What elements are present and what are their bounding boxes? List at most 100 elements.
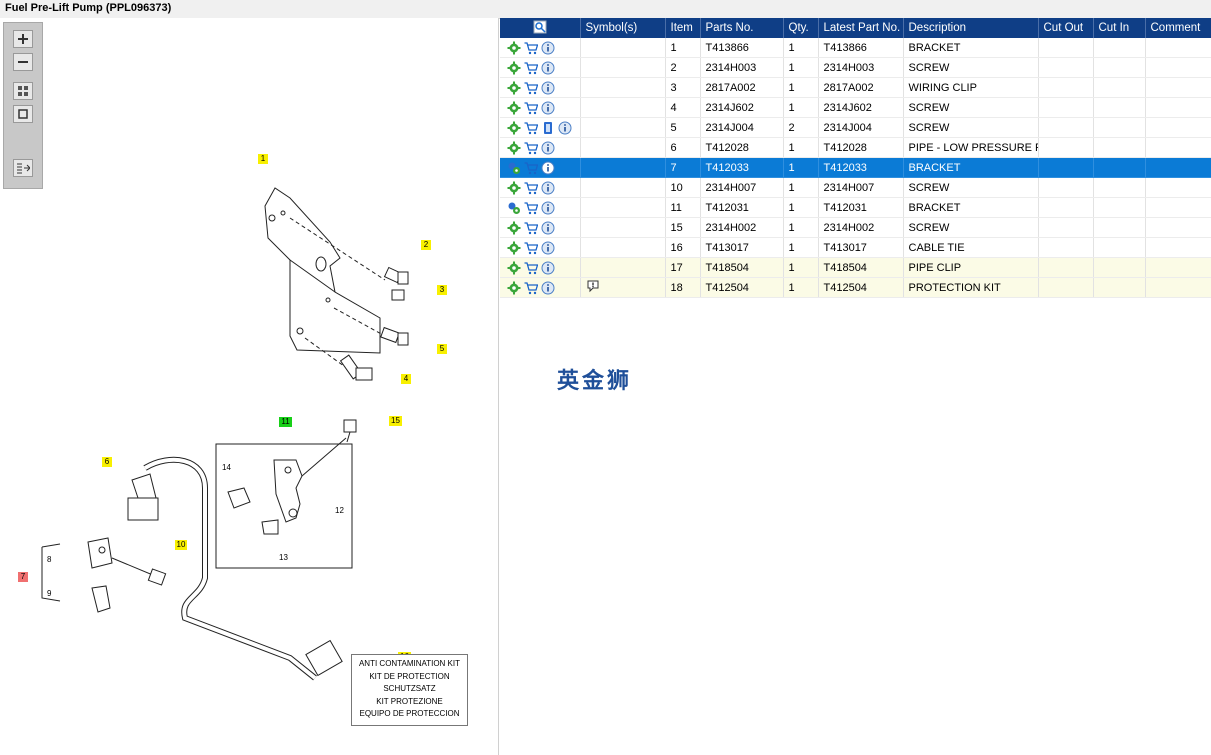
info-icon[interactable] — [541, 281, 555, 295]
gear-icon[interactable] — [507, 41, 521, 55]
callout-11[interactable]: 11 — [279, 417, 292, 427]
info-icon[interactable] — [541, 241, 555, 255]
cell-parts-no: 2314J004 — [700, 117, 784, 138]
cart-icon[interactable] — [524, 221, 538, 235]
callout-6[interactable]: 6 — [102, 457, 112, 467]
cart-icon[interactable] — [524, 61, 538, 75]
gear-icon[interactable] — [507, 241, 521, 255]
cart-icon[interactable] — [524, 81, 538, 95]
callout-10[interactable]: 10 — [175, 540, 187, 550]
col-cut-out[interactable]: Cut Out — [1038, 18, 1094, 38]
cell-symbols — [580, 257, 666, 278]
gear-alternatives-icon[interactable] — [507, 201, 521, 215]
cell-qty: 1 — [783, 137, 819, 158]
col-symbols[interactable]: Symbol(s) — [580, 18, 666, 38]
cart-icon[interactable] — [524, 181, 538, 195]
col-latest-part-no[interactable]: Latest Part No. — [818, 18, 904, 38]
callout-5[interactable]: 5 — [437, 344, 447, 354]
cell-item: 15 — [665, 217, 701, 238]
callout-2[interactable]: 2 — [421, 240, 431, 250]
window-title: Fuel Pre-Lift Pump (PPL096373) — [5, 2, 172, 14]
gear-icon[interactable] — [507, 81, 521, 95]
cell-cut-out — [1038, 197, 1094, 218]
zoom-out-button[interactable] — [13, 53, 33, 71]
fit-all-button[interactable] — [13, 82, 33, 100]
gear-icon[interactable] — [507, 221, 521, 235]
header-find[interactable] — [500, 18, 581, 38]
gear-icon[interactable] — [507, 141, 521, 155]
info-icon[interactable] — [541, 221, 555, 235]
callout-7[interactable]: 7 — [18, 572, 28, 582]
info-icon[interactable] — [541, 81, 555, 95]
cart-icon[interactable] — [524, 41, 538, 55]
export-button[interactable] — [13, 159, 33, 177]
cell-cut-in — [1093, 38, 1146, 58]
cart-icon[interactable] — [524, 201, 538, 215]
info-icon[interactable] — [541, 181, 555, 195]
info-icon[interactable] — [541, 61, 555, 75]
col-item[interactable]: Item — [665, 18, 701, 38]
actual-size-button[interactable] — [13, 105, 33, 123]
info-icon[interactable] — [541, 41, 555, 55]
note-icon[interactable] — [586, 279, 600, 293]
cart-icon[interactable] — [524, 261, 538, 275]
col-parts-no[interactable]: Parts No. — [700, 18, 784, 38]
gear-icon[interactable] — [507, 181, 521, 195]
cell-cut-out — [1038, 57, 1094, 78]
cell-description: SCREW — [903, 57, 1039, 78]
callout-1[interactable]: 1 — [258, 154, 268, 164]
row-actions — [500, 117, 581, 138]
zoom-in-button[interactable] — [13, 30, 33, 48]
callout-3[interactable]: 3 — [437, 285, 447, 295]
cell-item: 10 — [665, 177, 701, 198]
cart-icon[interactable] — [524, 121, 538, 135]
col-cut-in[interactable]: Cut In — [1093, 18, 1146, 38]
gear-icon[interactable] — [507, 121, 521, 135]
info-icon[interactable] — [541, 101, 555, 115]
gear-icon[interactable] — [507, 281, 521, 295]
cell-item: 1 — [665, 38, 701, 58]
cell-comment — [1145, 157, 1211, 178]
row-actions — [500, 38, 581, 58]
info-icon[interactable] — [541, 201, 555, 215]
gear-icon[interactable] — [507, 61, 521, 75]
info-icon[interactable] — [541, 161, 555, 175]
col-description[interactable]: Description — [903, 18, 1039, 38]
cart-icon[interactable] — [524, 101, 538, 115]
cell-comment — [1145, 257, 1211, 278]
cart-icon[interactable] — [524, 161, 538, 175]
callout-15[interactable]: 15 — [389, 416, 402, 426]
info-icon[interactable] — [558, 121, 572, 135]
manual-icon[interactable] — [541, 121, 555, 135]
gear-alternatives-icon[interactable] — [507, 161, 521, 175]
col-qty[interactable]: Qty. — [783, 18, 819, 38]
cart-icon[interactable] — [524, 281, 538, 295]
exploded-diagram[interactable]: 1 2 3 4 5 6 7 10 11 15 16 8 9 12 13 14 A… — [0, 18, 499, 755]
kit-line: EQUIPO DE PROTECCION — [359, 709, 460, 718]
cell-latest-part-no: 2314H002 — [818, 217, 904, 238]
cell-description: SCREW — [903, 217, 1039, 238]
info-icon[interactable] — [541, 261, 555, 275]
cart-icon[interactable] — [524, 141, 538, 155]
cell-description: SCREW — [903, 117, 1039, 138]
cell-cut-in — [1093, 97, 1146, 118]
gear-icon[interactable] — [507, 101, 521, 115]
callout-4[interactable]: 4 — [401, 374, 411, 384]
info-icon[interactable] — [541, 141, 555, 155]
col-comment[interactable]: Comment — [1145, 18, 1211, 38]
gear-icon[interactable] — [507, 261, 521, 275]
cart-icon[interactable] — [524, 241, 538, 255]
